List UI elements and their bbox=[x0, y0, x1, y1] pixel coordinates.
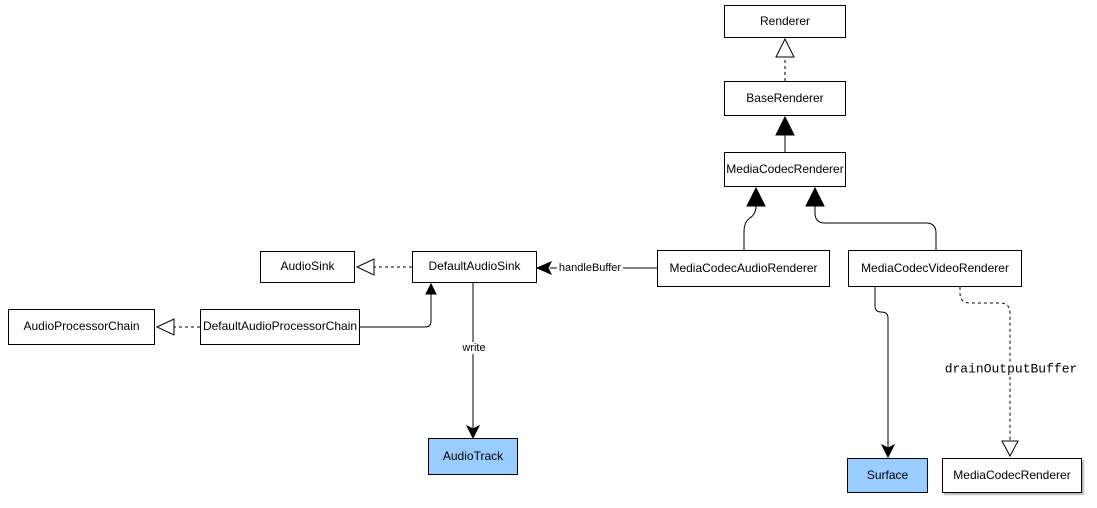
node-renderer-label: Renderer bbox=[759, 13, 811, 28]
filled-triangle-arrowhead-base-renderer bbox=[775, 115, 795, 136]
node-base-renderer[interactable]: BaseRenderer bbox=[724, 81, 846, 116]
node-mediacodec-renderer-label: MediaCodecRenderer bbox=[726, 161, 844, 176]
node-mediacodec-renderer[interactable]: MediaCodecRenderer bbox=[724, 152, 846, 187]
edge-processor-chain-to-default-audio-sink-line bbox=[360, 293, 432, 328]
edge-label-drain-output-buffer: drainOutputBuffer bbox=[942, 361, 1080, 377]
filled-triangle-arrowhead-left bbox=[746, 186, 766, 207]
edge-video-renderer-to-surface-line bbox=[874, 287, 889, 449]
hollow-triangle-arrowhead-audio-processor-chain bbox=[155, 318, 175, 336]
node-default-audio-sink-label: DefaultAudioSink bbox=[428, 259, 521, 274]
node-audio-processor-chain-label: AudioProcessorChain bbox=[23, 319, 140, 334]
node-default-audio-processor-chain-label: DefaultAudioProcessorChain bbox=[202, 319, 358, 334]
node-audio-sink[interactable]: AudioSink bbox=[260, 251, 355, 283]
filled-triangle-arrowhead-right bbox=[805, 186, 825, 207]
node-mediacodec-video-renderer-label: MediaCodecVideoRenderer bbox=[861, 260, 1009, 275]
edge-label-write: write bbox=[460, 342, 488, 354]
arrowhead-write bbox=[465, 424, 481, 440]
node-audio-sink-label: AudioSink bbox=[280, 259, 335, 274]
arrowhead-to-default-audio-sink bbox=[425, 282, 437, 295]
node-default-audio-processor-chain[interactable]: DefaultAudioProcessorChain bbox=[200, 309, 360, 345]
arrowhead-handle-buffer bbox=[535, 261, 553, 275]
node-base-renderer-label: BaseRenderer bbox=[746, 90, 824, 105]
node-mediacodec-renderer-bottom-label: MediaCodecRenderer bbox=[953, 467, 1071, 482]
edge-drain-output-buffer-line bbox=[959, 287, 1011, 440]
node-renderer[interactable]: Renderer bbox=[724, 5, 846, 38]
node-mediacodec-renderer-bottom[interactable]: MediaCodecRenderer bbox=[942, 458, 1082, 493]
edge-mediacodec-video-renderer-extends-line bbox=[814, 206, 937, 250]
hollow-triangle-arrowhead-renderer bbox=[775, 37, 795, 58]
hollow-triangle-arrowhead-audio-sink bbox=[355, 258, 375, 276]
node-mediacodec-audio-renderer[interactable]: MediaCodecAudioRenderer bbox=[657, 250, 830, 287]
arrowhead-surface bbox=[880, 443, 896, 459]
node-audio-track-label: AudioTrack bbox=[442, 448, 504, 463]
node-surface[interactable]: Surface bbox=[847, 458, 928, 493]
node-surface-label: Surface bbox=[866, 467, 909, 482]
node-mediacodec-audio-renderer-label: MediaCodecAudioRenderer bbox=[669, 260, 818, 275]
node-audio-track[interactable]: AudioTrack bbox=[428, 438, 518, 475]
hollow-triangle-arrowhead-mediacodec-renderer-bottom bbox=[1001, 440, 1019, 458]
node-default-audio-sink[interactable]: DefaultAudioSink bbox=[412, 251, 537, 283]
node-mediacodec-video-renderer[interactable]: MediaCodecVideoRenderer bbox=[848, 250, 1022, 287]
edge-mediacodec-audio-renderer-extends-line bbox=[743, 205, 757, 250]
edge-label-handle-buffer: handleBuffer bbox=[556, 262, 624, 274]
node-audio-processor-chain[interactable]: AudioProcessorChain bbox=[8, 309, 155, 345]
